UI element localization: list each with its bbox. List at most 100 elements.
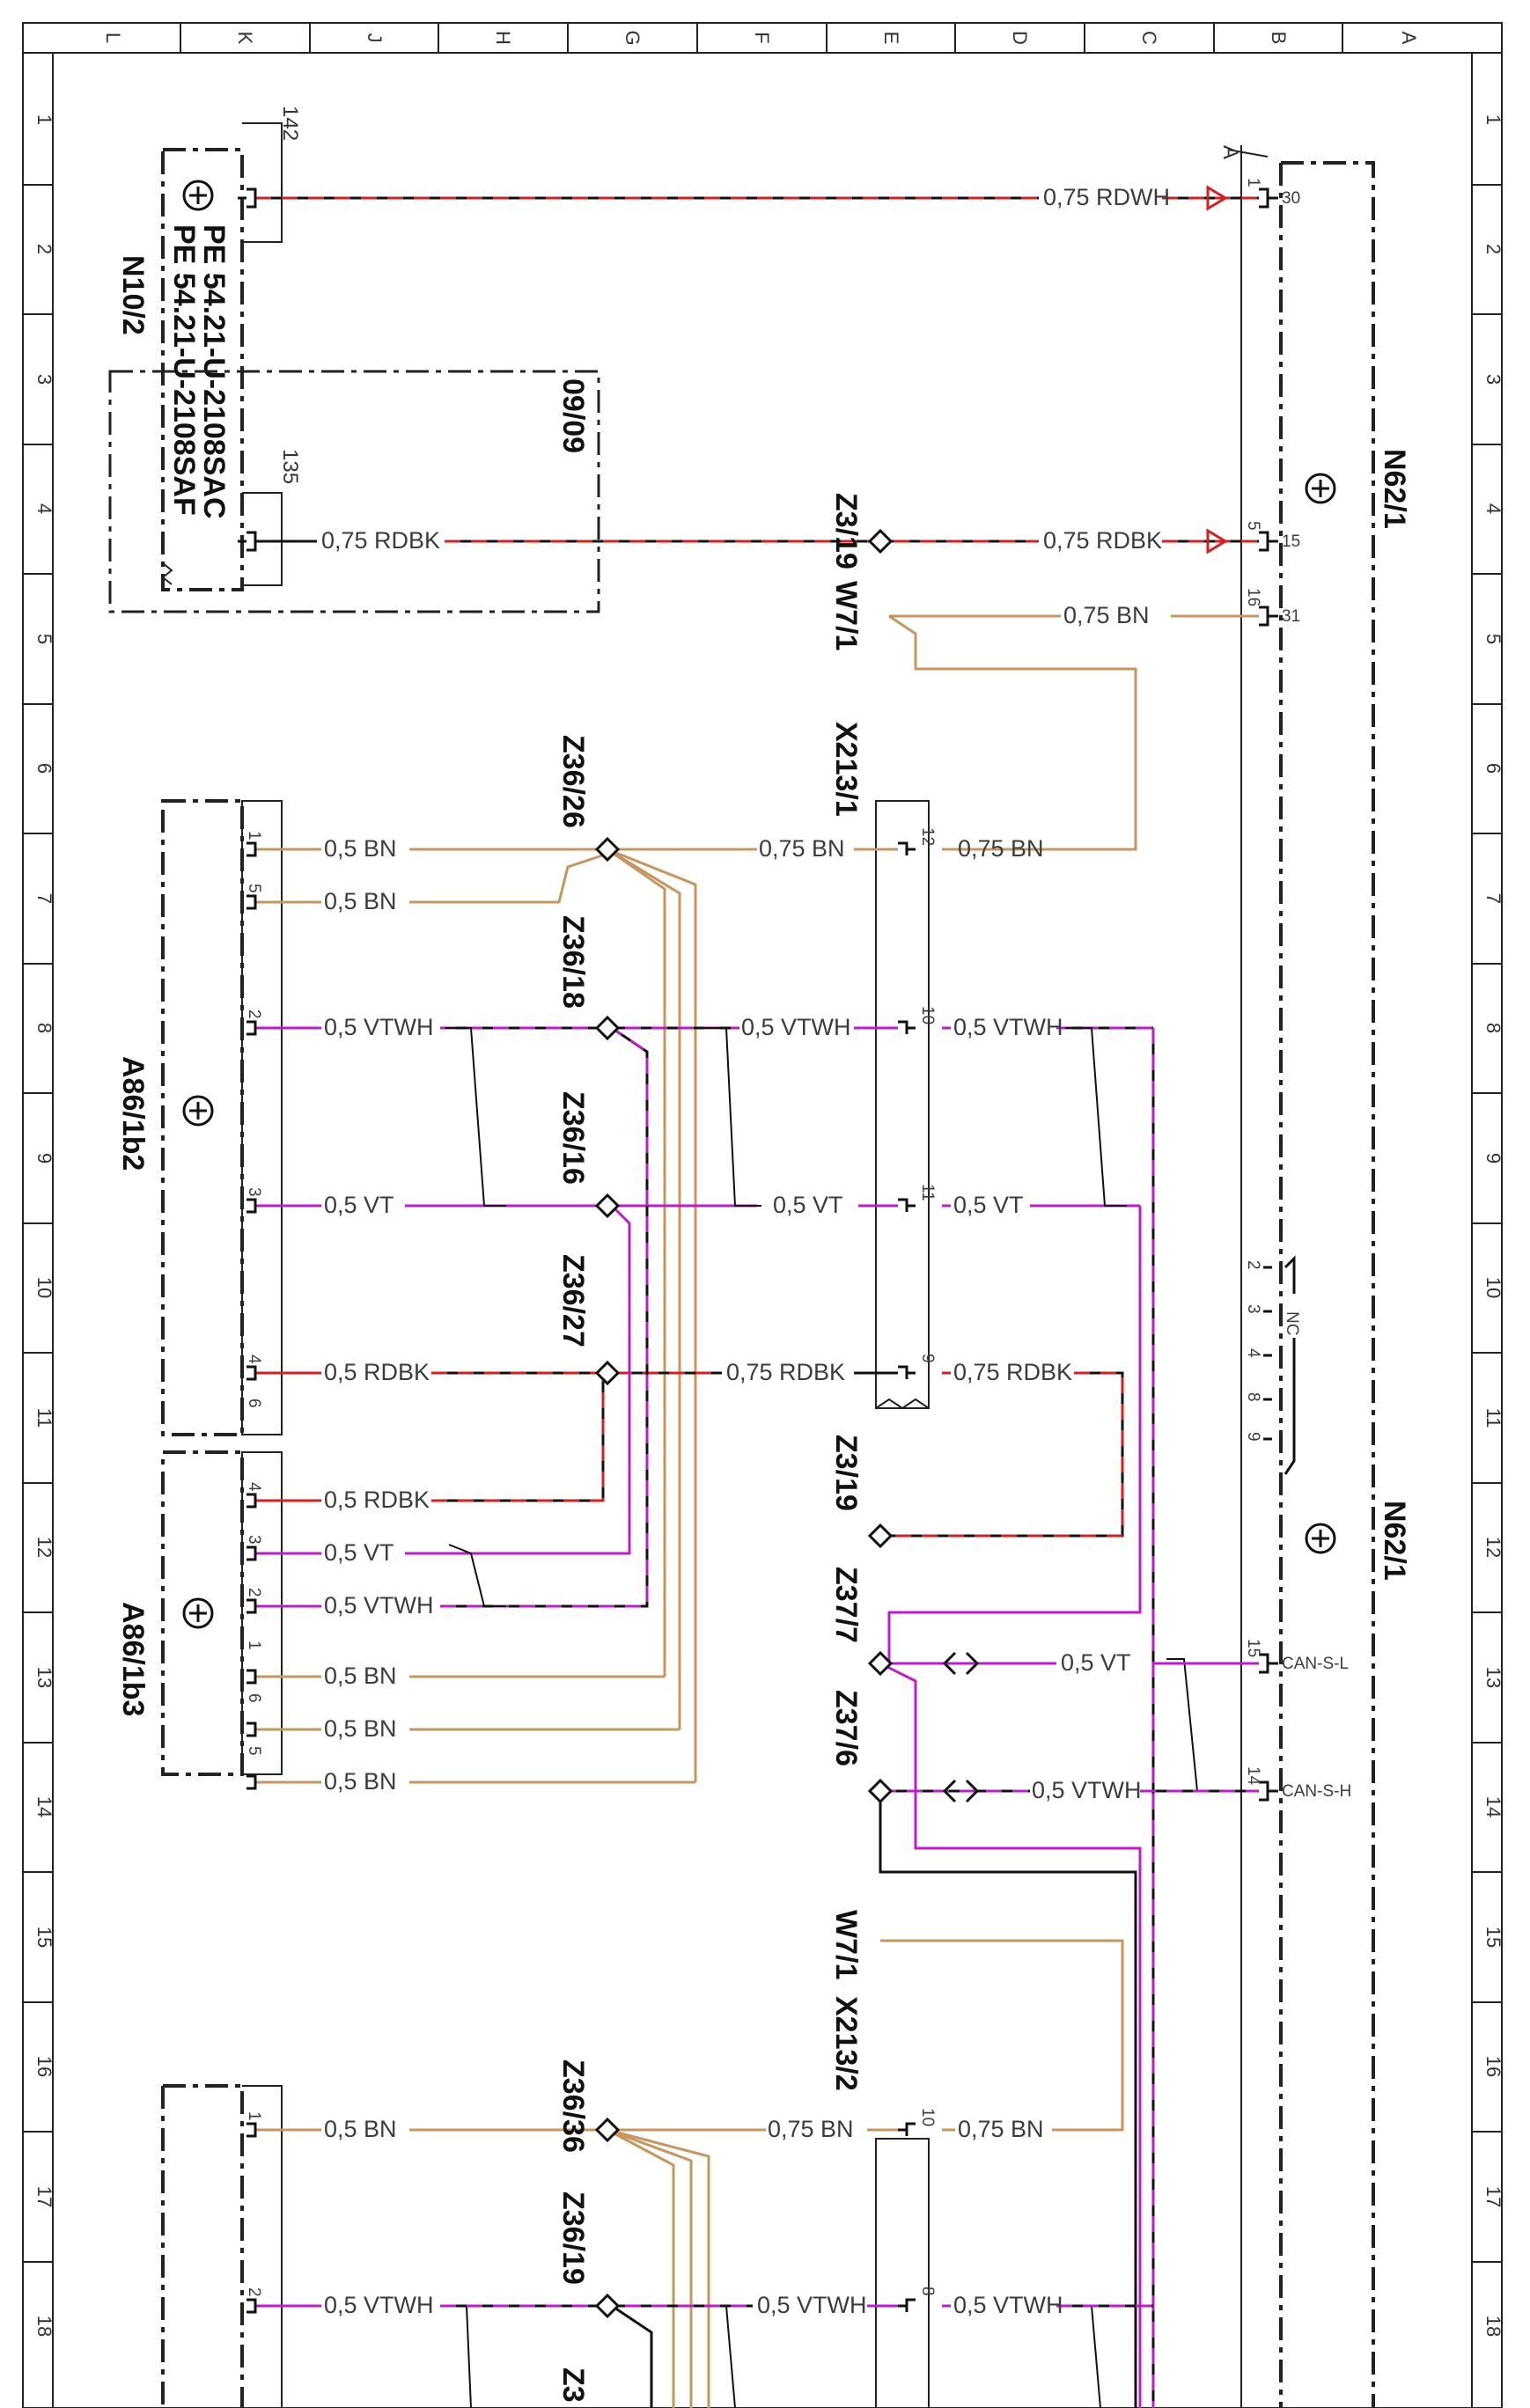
row-number: 8 xyxy=(1482,1023,1504,1033)
row-number: 1 xyxy=(1482,114,1504,125)
col-letter: J xyxy=(364,33,386,43)
pin-number: 10 xyxy=(918,1006,937,1024)
pin-number: 14 xyxy=(1244,1766,1262,1786)
ground-symbol-icon xyxy=(182,1095,214,1127)
pin-number: 2 xyxy=(245,1588,263,1597)
n62-1-label: N62/1 xyxy=(1378,449,1411,529)
pin-number: 9 xyxy=(918,1354,937,1363)
row-number: 15 xyxy=(1482,1927,1504,1948)
ground-symbol-icon xyxy=(1305,1523,1336,1554)
pin-number: 1 xyxy=(1244,178,1262,187)
wire-b3-set: 0,5 RDBK 0,5 VT 0,5 VTWH xyxy=(255,1026,649,1619)
pin-number: 10 xyxy=(918,2108,937,2126)
n62-letter: A xyxy=(1218,145,1242,159)
wire-label: 0,75 BN xyxy=(1063,602,1150,628)
wire-rdwh-30: 0,75 RDWH xyxy=(255,184,1259,211)
row-number: 13 xyxy=(1482,1667,1504,1688)
nc-label: NC xyxy=(1283,1311,1301,1335)
x213-2-connector: X213/2 xyxy=(829,1996,930,2408)
wire-label: 0,5 BN xyxy=(324,888,397,914)
splice-z37-6-icon xyxy=(867,1778,894,1804)
splice-z36-18-icon xyxy=(594,1015,621,1041)
pin-number: 2 xyxy=(245,2287,263,2297)
row-number: 12 xyxy=(1482,1537,1504,1558)
row-number: 6 xyxy=(1482,763,1504,774)
col-letter: H xyxy=(492,31,514,45)
row-number: 9 xyxy=(1482,1153,1504,1164)
wire-label: 0,5 VTWH xyxy=(741,1014,851,1040)
wire-label: 0,5 VT xyxy=(773,1192,843,1218)
a86-1b2-module: A86/1b2 xyxy=(116,799,283,1436)
n62-1-module: A N62/1 N62/1 xyxy=(1218,145,1411,2408)
pin-number: 5 xyxy=(245,884,263,893)
wire-label: 0,5 VTWH xyxy=(324,1014,434,1040)
splice-label: Z36/36 xyxy=(556,2059,590,2153)
row-number: 2 xyxy=(1482,244,1504,254)
row-number: 4 xyxy=(1482,503,1504,514)
pin-numbers: 1 30 5 15 16 31 2 3 4 8 9 NC 15 CAN-S-L … xyxy=(245,178,1351,2297)
wire-label: 0,5 VT xyxy=(953,1192,1024,1218)
pin-number: 15 xyxy=(1244,1639,1262,1657)
row-number: 5 xyxy=(33,634,55,644)
splice-z3-19b-icon xyxy=(867,1523,894,1549)
wire-label: 0,5 RDBK xyxy=(324,1359,430,1385)
wire-lower-bn: 0,5 BN 0,75 BN 0,75 BN xyxy=(255,1939,1124,2408)
terminal-marks xyxy=(246,841,916,2314)
splice-z36-16-icon xyxy=(594,1193,621,1219)
pin-number: 16 xyxy=(1244,588,1262,606)
wire-label: 0,75 RDBK xyxy=(726,1359,845,1385)
row-number: 16 xyxy=(1482,2056,1504,2077)
wire-label: 0,75 BN xyxy=(768,2116,854,2142)
pin-name: 30 xyxy=(1282,189,1300,208)
wire-bn-x1-12: 0,5 BN 0,75 BN 0,75 BN 0,5 BN 0,5 BN 0,5… xyxy=(255,835,1044,1795)
splice-label: Z36/18 xyxy=(556,915,590,1009)
row-number: 13 xyxy=(33,1667,55,1688)
row-number: 9 xyxy=(33,1153,55,1164)
column-letters: L K J H G F E D C B A xyxy=(102,30,1420,45)
pin-number: 4 xyxy=(1244,1348,1262,1358)
row-number: 18 xyxy=(1482,2316,1504,2337)
row-number: 10 xyxy=(1482,1277,1504,1298)
row-numbers-right: 1 2 3 4 5 6 7 8 9 10 11 12 13 14 15 16 1… xyxy=(1482,114,1504,2337)
wire-label: 0,75 RDBK xyxy=(321,527,440,554)
pin-number: 9 xyxy=(1244,1432,1262,1442)
pin-name: CAN-S-H xyxy=(1282,1782,1351,1801)
splice-label: Z36/16 xyxy=(556,1091,590,1185)
splice-label: Z3/19 xyxy=(829,493,863,569)
row-numbers-left: 1 2 3 4 5 6 7 8 9 10 11 12 13 14 15 16 1… xyxy=(33,114,55,2337)
col-letter: L xyxy=(102,33,124,43)
wire-label: 0,5 VTWH xyxy=(1032,1777,1142,1803)
wire-label: 0,75 RDWH xyxy=(1043,184,1170,210)
col-letter: D xyxy=(1009,31,1031,45)
row-number: 14 xyxy=(1482,1796,1504,1817)
row-number: 17 xyxy=(33,2186,55,2207)
pin-number: 3 xyxy=(245,1535,263,1545)
wire-lower-vtwh: 0,5 VTWH 0,5 VTWH 0,5 VTWH xyxy=(255,2292,1153,2408)
row-number: 15 xyxy=(33,1927,55,1948)
pin-number: 1 xyxy=(245,831,263,841)
splice-label: W7/1 xyxy=(829,1910,863,1979)
a86-1b3-label: A86/1b3 xyxy=(116,1602,150,1716)
row-number: 11 xyxy=(33,1408,55,1428)
pin-number: 4 xyxy=(245,1482,263,1492)
splice-labels: Z3/19 W7/1 Z36/26 Z36/18 Z36/16 Z36/27 Z… xyxy=(556,493,863,2403)
splice-z36-36-icon xyxy=(594,2117,621,2143)
row-number: 18 xyxy=(33,2316,55,2337)
wire-label: 0,5 BN xyxy=(324,835,397,862)
splice-z36-19-icon xyxy=(594,2293,621,2319)
col-letter: C xyxy=(1138,31,1160,45)
splice-label: Z3/19 xyxy=(829,1435,863,1511)
splice-z36-26-icon xyxy=(594,836,621,863)
col-letter: F xyxy=(751,32,773,43)
row-number: 2 xyxy=(33,244,55,254)
row-number: 16 xyxy=(33,2056,55,2077)
pin-number: 11 xyxy=(918,1184,937,1201)
row-number: 6 xyxy=(33,763,55,774)
pin-number: 6 xyxy=(245,1693,263,1703)
x213-1-label: X213/1 xyxy=(829,722,863,817)
wire-label: 0,5 BN xyxy=(324,1768,397,1795)
wire-label: 0,5 RDBK xyxy=(324,1487,430,1513)
wire-label: 0,5 VT xyxy=(324,1192,394,1218)
ground-symbol-icon xyxy=(182,1597,214,1629)
col-letter: K xyxy=(234,32,256,45)
